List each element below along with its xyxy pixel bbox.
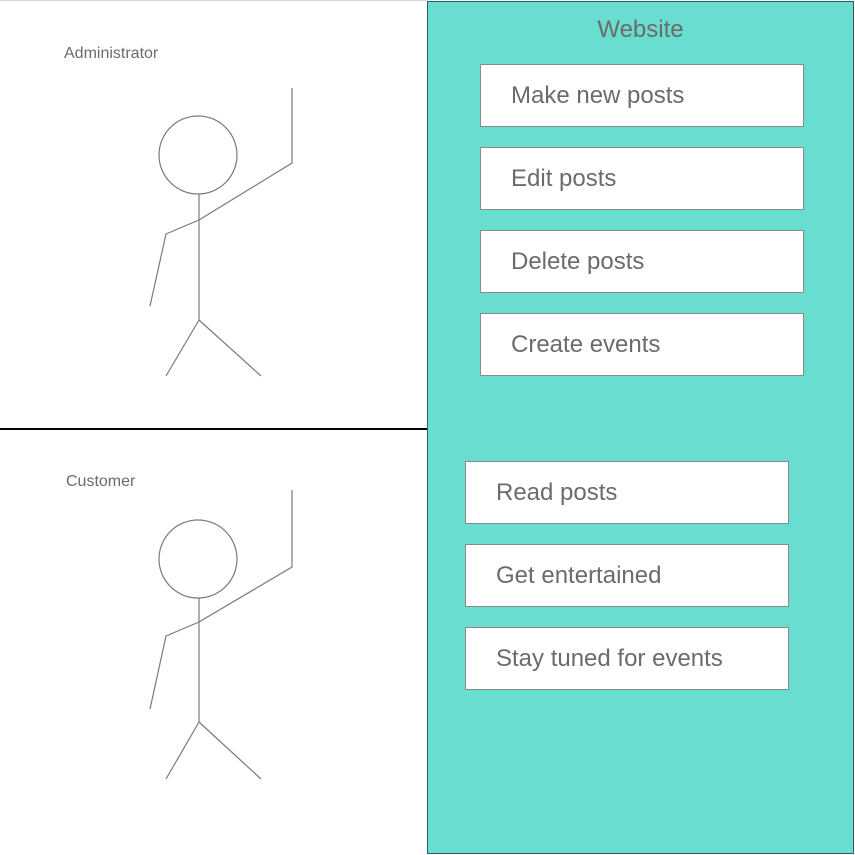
- usecase-make-new-posts[interactable]: Make new posts: [480, 64, 804, 127]
- raised-arm: [198, 490, 293, 623]
- top-border-line: [0, 0, 428, 1]
- usecase-delete-posts[interactable]: Delete posts: [480, 230, 804, 293]
- usecase-stay-tuned-for-events[interactable]: Stay tuned for events: [465, 627, 789, 690]
- system-boundary-website: Website Make new posts Edit posts Delete…: [427, 1, 854, 854]
- actor-customer-label: Customer: [66, 473, 136, 490]
- actor-administrator-label: Administrator: [64, 45, 159, 62]
- lowered-arm: [149, 219, 200, 307]
- usecase-edit-posts[interactable]: Edit posts: [480, 147, 804, 210]
- actor-divider: [0, 428, 428, 430]
- head: [158, 519, 238, 599]
- raised-arm: [198, 88, 293, 221]
- system-title: Website: [597, 16, 684, 43]
- left-leg: [165, 721, 200, 780]
- left-leg: [165, 319, 200, 377]
- usecase-create-events[interactable]: Create events: [480, 313, 804, 376]
- lowered-arm: [149, 621, 200, 710]
- right-leg: [198, 319, 262, 377]
- customer-stick-figure-icon: [149, 490, 293, 780]
- right-leg: [198, 721, 262, 780]
- usecase-read-posts[interactable]: Read posts: [465, 461, 789, 524]
- head: [158, 115, 238, 195]
- usecase-get-entertained[interactable]: Get entertained: [465, 544, 789, 607]
- administrator-stick-figure-icon: [149, 88, 293, 377]
